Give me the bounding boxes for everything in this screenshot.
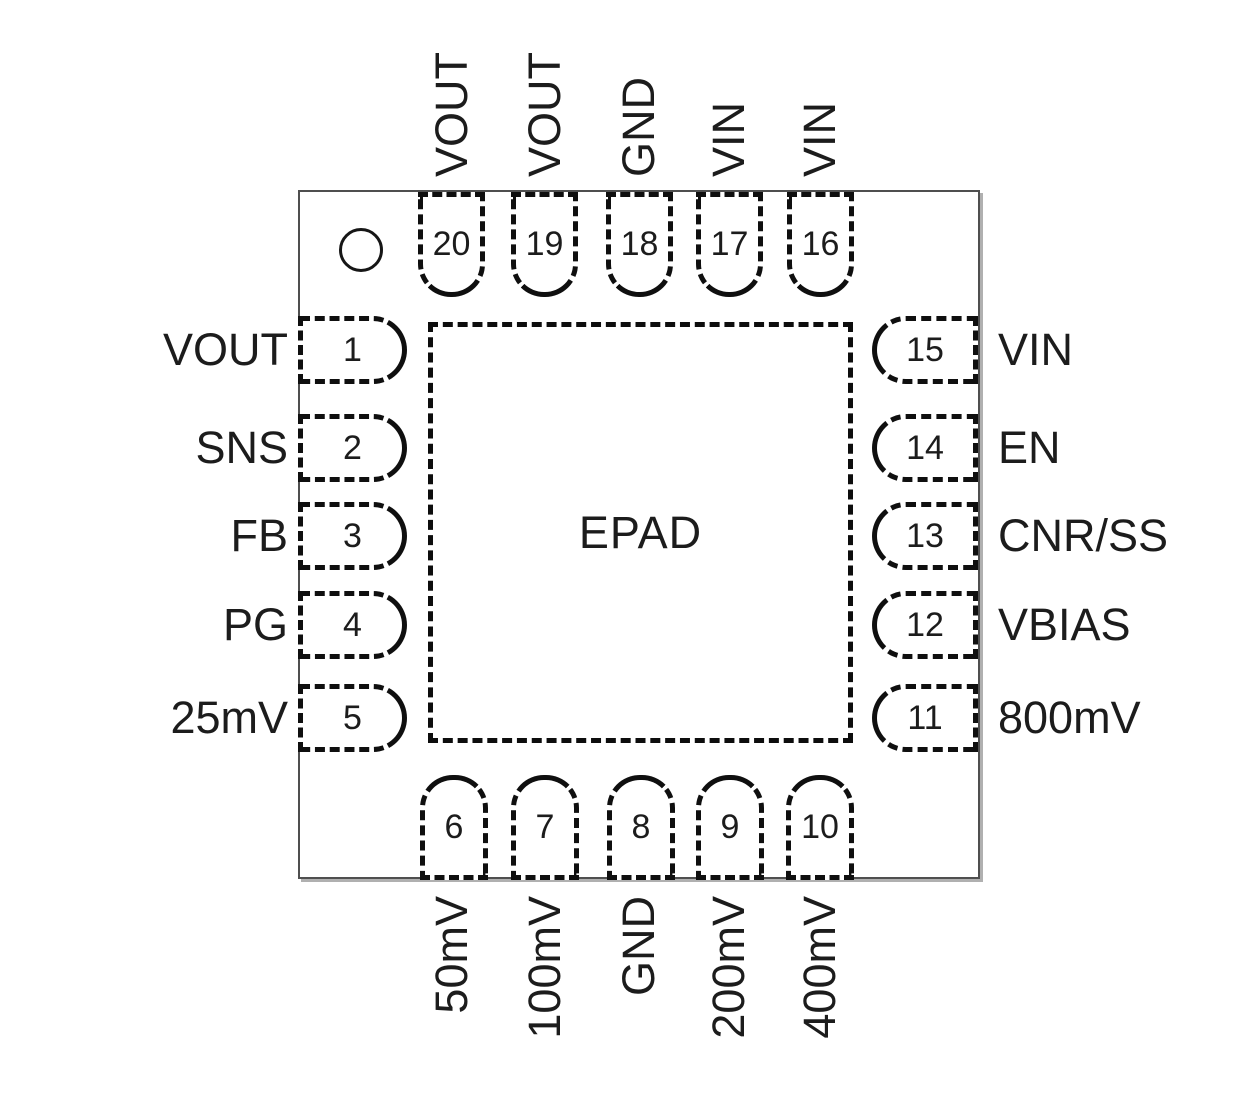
pin-13: 13 xyxy=(872,502,978,570)
pin-label-right-13: CNR/SS xyxy=(998,510,1169,561)
pin-label-left-3: FB xyxy=(230,510,288,561)
pin-label-right-12: VBIAS xyxy=(998,599,1131,650)
pin-label-top-17: VIN xyxy=(703,101,754,177)
pin-number: 1 xyxy=(343,330,362,369)
pin-label-right-14: EN xyxy=(998,422,1061,473)
pin-number: 5 xyxy=(343,698,362,737)
pin-number: 12 xyxy=(906,605,944,644)
pin-label-bottom-9: 200mV xyxy=(703,896,754,1039)
pin-label-top-16: VIN xyxy=(794,101,845,177)
pin-label-top-20: VOUT xyxy=(426,51,477,177)
pin-number: 11 xyxy=(907,698,943,737)
pin-5: 5 xyxy=(298,684,407,752)
pin-number: 19 xyxy=(525,225,564,263)
pin-7: 7 xyxy=(511,775,579,880)
pin-19: 19 xyxy=(511,192,578,297)
pin-11: 11 xyxy=(872,684,978,752)
pin-number: 15 xyxy=(906,330,944,369)
pin1-indicator-icon xyxy=(339,228,383,272)
pin-number: 3 xyxy=(343,516,362,555)
pin-number: 13 xyxy=(906,516,944,555)
pin-label-bottom-6: 50mV xyxy=(426,896,477,1014)
pin-label-bottom-8: GND xyxy=(613,896,664,996)
pin-8: 8 xyxy=(607,775,675,880)
pin-15: 15 xyxy=(872,316,978,384)
pin-10: 10 xyxy=(786,775,854,880)
pin-number: 8 xyxy=(631,808,651,846)
pin-label-right-11: 800mV xyxy=(998,692,1141,743)
pin-number: 18 xyxy=(620,225,659,263)
pin-label-left-2: SNS xyxy=(195,422,288,473)
pin-14: 14 xyxy=(872,414,978,482)
pin-label-right-15: VIN xyxy=(998,324,1074,375)
pin-number: 7 xyxy=(535,808,555,846)
pin-18: 18 xyxy=(606,192,673,297)
pin-number: 17 xyxy=(710,225,749,263)
epad-label: EPAD xyxy=(578,506,703,558)
pin-number: 10 xyxy=(801,808,839,846)
pin-label-left-5: 25mV xyxy=(170,692,288,743)
pin-number: 4 xyxy=(343,605,362,644)
pin-9: 9 xyxy=(696,775,764,880)
pin-number: 16 xyxy=(801,225,840,263)
pin-3: 3 xyxy=(298,502,407,570)
pin-number: 9 xyxy=(720,808,740,846)
pin-17: 17 xyxy=(696,192,763,297)
pin-label-bottom-10: 400mV xyxy=(794,896,845,1039)
pin-number: 2 xyxy=(343,428,362,467)
pin-12: 12 xyxy=(872,591,978,659)
pin-number: 20 xyxy=(432,225,471,263)
pin-label-left-1: VOUT xyxy=(162,324,288,375)
chip-body xyxy=(298,190,980,879)
pin-6: 6 xyxy=(420,775,488,880)
pin-label-top-19: VOUT xyxy=(519,51,570,177)
pin-number: 6 xyxy=(444,808,464,846)
pin-number: 14 xyxy=(906,428,944,467)
pin-label-bottom-7: 100mV xyxy=(519,896,570,1039)
pin-2: 2 xyxy=(298,414,407,482)
pin-label-left-4: PG xyxy=(222,599,288,650)
pin-4: 4 xyxy=(298,591,407,659)
pin-20: 20 xyxy=(418,192,485,297)
epad-region: EPAD xyxy=(428,322,853,743)
pin-16: 16 xyxy=(787,192,854,297)
pin-label-top-18: GND xyxy=(613,77,664,177)
pin-1: 1 xyxy=(298,316,407,384)
